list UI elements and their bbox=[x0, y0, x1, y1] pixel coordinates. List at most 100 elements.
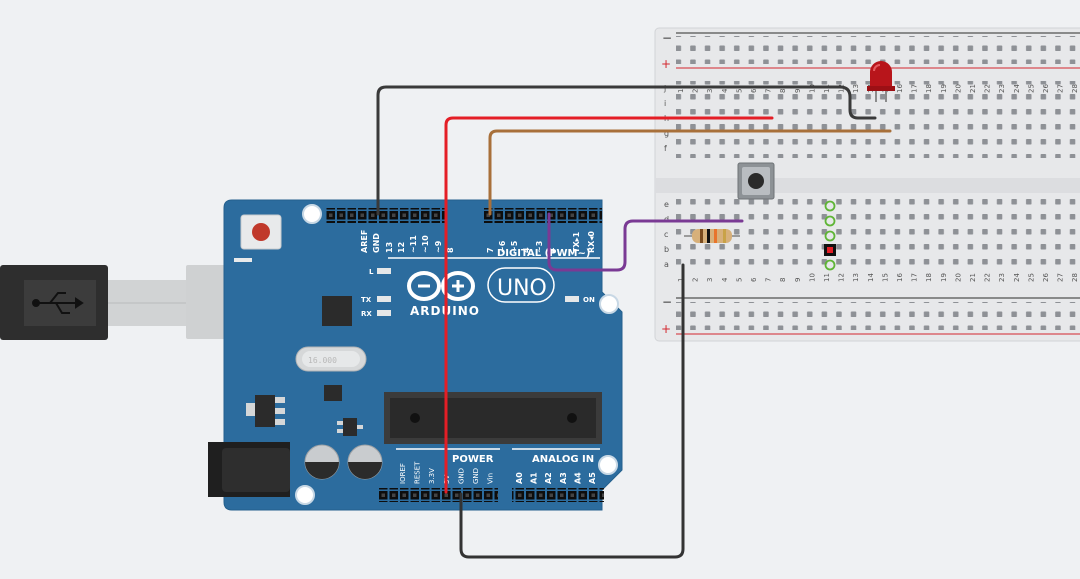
column-number-bottom-28: 28 bbox=[1071, 273, 1079, 282]
l-led bbox=[377, 268, 391, 274]
column-number-bottom-11: 11 bbox=[823, 273, 831, 282]
reset-button[interactable] bbox=[240, 214, 282, 250]
column-number-top-8: 8 bbox=[779, 89, 787, 93]
row-letter-g: g bbox=[664, 129, 669, 138]
digital-label: DIGITAL (PWM~) bbox=[497, 248, 590, 259]
mounting-hole bbox=[598, 455, 618, 475]
push-button[interactable] bbox=[737, 162, 775, 200]
top-rail-holes[interactable] bbox=[676, 36, 1080, 64]
top-minus-label: − bbox=[662, 31, 672, 45]
small-chip bbox=[324, 385, 342, 401]
analog-pin-label: A2 bbox=[544, 472, 553, 484]
column-number-top-16: 16 bbox=[896, 84, 904, 93]
small-transistor bbox=[337, 418, 363, 436]
column-number-top-24: 24 bbox=[1013, 84, 1021, 93]
digital-header-right[interactable] bbox=[482, 208, 602, 223]
column-number-top-20: 20 bbox=[954, 84, 962, 93]
dc-power-jack[interactable] bbox=[208, 442, 290, 497]
column-number-top-25: 25 bbox=[1027, 84, 1035, 93]
resistor[interactable] bbox=[684, 229, 740, 243]
row-letter-b: b bbox=[664, 245, 669, 254]
digital-pin-label: ~6 bbox=[498, 240, 507, 253]
wire-purple-pin3[interactable] bbox=[547, 212, 744, 272]
highlighted-holes[interactable] bbox=[824, 200, 836, 271]
wire-brown-pin7[interactable] bbox=[488, 129, 892, 216]
analog-label: ANALOG IN bbox=[532, 454, 594, 465]
analog-pin-label: A0 bbox=[515, 472, 524, 484]
column-number-bottom-7: 7 bbox=[765, 278, 773, 282]
column-number-bottom-6: 6 bbox=[750, 277, 758, 282]
column-numbers-top: 1234567891011121314151617181920212223242… bbox=[677, 84, 1079, 93]
wire-dark-gnd-breadboard[interactable] bbox=[459, 263, 685, 559]
power-pin-label: RESET bbox=[414, 461, 422, 484]
column-number-top-5: 5 bbox=[735, 89, 743, 93]
column-number-top-28: 28 bbox=[1071, 84, 1079, 93]
digital-pin-label: 8 bbox=[446, 247, 455, 253]
top-plus-label: + bbox=[661, 57, 671, 71]
center-channel bbox=[655, 178, 1080, 193]
column-number-bottom-14: 14 bbox=[867, 273, 875, 282]
analog-header[interactable] bbox=[512, 488, 604, 502]
atmega-chip bbox=[384, 392, 602, 444]
row-letter-a: a bbox=[664, 260, 669, 269]
column-number-bottom-5: 5 bbox=[735, 278, 743, 282]
row-letter-f: f bbox=[664, 144, 667, 153]
digital-header-left[interactable] bbox=[325, 208, 447, 223]
digital-pin-label: ~11 bbox=[409, 235, 418, 253]
column-number-top-26: 26 bbox=[1042, 84, 1050, 93]
column-number-bottom-22: 22 bbox=[984, 273, 992, 282]
column-number-bottom-21: 21 bbox=[969, 273, 977, 282]
model-badge bbox=[487, 267, 555, 303]
column-number-bottom-4: 4 bbox=[721, 277, 729, 282]
column-number-top-4: 4 bbox=[721, 88, 729, 93]
led-label-l: L bbox=[369, 268, 374, 276]
power-pin-label: 3.3V bbox=[428, 468, 436, 484]
digital-pin-label: 13 bbox=[385, 242, 394, 253]
digital-pin-label: ~10 bbox=[421, 235, 430, 253]
row-letter-i: i bbox=[664, 99, 666, 108]
column-number-bottom-17: 17 bbox=[911, 273, 919, 282]
digital-pin-label: TX▸1 bbox=[572, 231, 581, 253]
digital-pin-label: ~9 bbox=[434, 240, 443, 253]
mounting-hole bbox=[295, 485, 315, 505]
digital-pin-label: 4 bbox=[522, 247, 531, 253]
mounting-hole bbox=[302, 204, 322, 224]
column-number-bottom-20: 20 bbox=[954, 273, 962, 282]
column-number-top-3: 3 bbox=[706, 89, 714, 93]
column-number-bottom-3: 3 bbox=[706, 278, 714, 282]
crystal: 16.000 bbox=[295, 346, 367, 372]
analog-pin-label: A4 bbox=[573, 472, 582, 484]
push-button-cap[interactable] bbox=[748, 173, 764, 189]
row-letter-c: c bbox=[664, 230, 668, 239]
wire-red-5v[interactable] bbox=[444, 116, 774, 494]
column-number-top-9: 9 bbox=[794, 89, 802, 93]
wire-black-gnd[interactable] bbox=[376, 85, 877, 216]
usb-chip bbox=[322, 296, 352, 326]
column-number-top-1: 1 bbox=[677, 89, 685, 93]
power-pin-label: IOREF bbox=[399, 463, 407, 484]
column-number-top-17: 17 bbox=[911, 84, 919, 93]
red-led[interactable] bbox=[867, 61, 895, 102]
column-number-bottom-8: 8 bbox=[779, 278, 787, 282]
digital-pin-label: AREF bbox=[360, 230, 369, 253]
column-number-bottom-1: 1 bbox=[677, 278, 685, 282]
bottom-terminal-holes[interactable] bbox=[676, 197, 1080, 274]
bottom-rail-holes[interactable] bbox=[676, 302, 1080, 330]
column-number-bottom-15: 15 bbox=[881, 273, 889, 282]
column-number-top-18: 18 bbox=[925, 84, 933, 93]
row-letter-e: e bbox=[664, 200, 669, 209]
column-number-bottom-2: 2 bbox=[692, 278, 700, 282]
column-number-bottom-26: 26 bbox=[1042, 273, 1050, 282]
analog-pin-label: A3 bbox=[559, 472, 568, 484]
mounting-hole bbox=[599, 294, 619, 314]
led-label-tx: TX bbox=[361, 296, 372, 304]
bottom-plus-label: + bbox=[661, 322, 671, 336]
crystal-text: 16.000 bbox=[308, 356, 337, 365]
power-header[interactable] bbox=[378, 488, 498, 502]
led-label-rx: RX bbox=[361, 310, 372, 318]
